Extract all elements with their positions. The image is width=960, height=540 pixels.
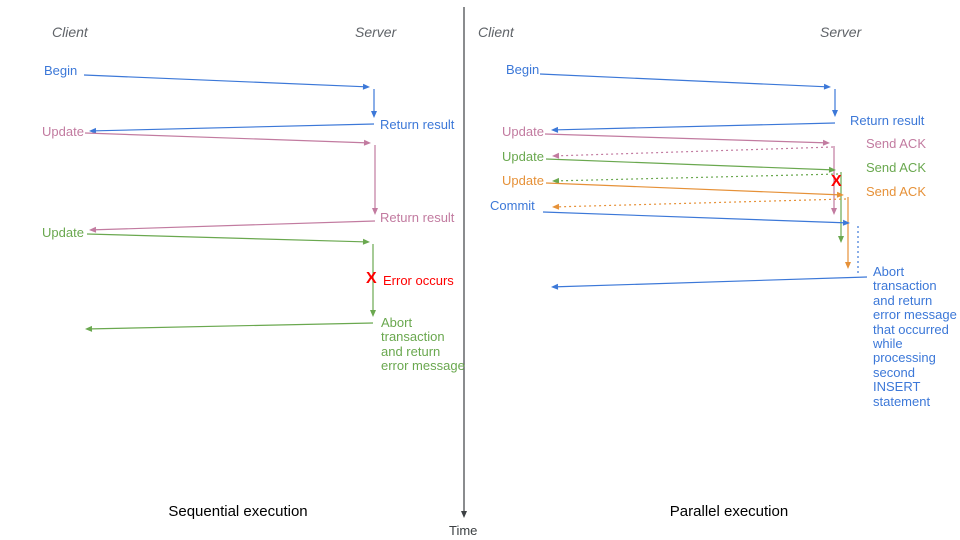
time-axis-label: Time (449, 523, 478, 538)
update-1-request-arrow (84, 132, 371, 146)
update-3-request-arrow (545, 182, 844, 198)
error-occurs-label: Error occurs (383, 273, 454, 288)
client-header-left: Client (52, 24, 88, 40)
abort-return-arrow (551, 276, 868, 290)
send-ack-1-label: Send ACK (866, 136, 926, 151)
server-header-left: Server (355, 24, 397, 40)
update-1-request-arrow (544, 133, 830, 146)
return-result-2-arrow (89, 220, 376, 233)
begin-processing-arrow (371, 89, 377, 118)
begin-request-arrow (83, 74, 370, 90)
time-axis-arrow (461, 7, 467, 518)
begin-processing-arrow (832, 89, 838, 117)
update-2-label-right: Update (502, 149, 544, 164)
parallel-title: Parallel execution (669, 503, 789, 520)
client-header-right: Client (478, 24, 514, 40)
begin-request-arrow (539, 73, 831, 90)
update-2-request-arrow (86, 233, 370, 245)
begin-label-left: Begin (44, 63, 78, 78)
update-1-label-right: Update (502, 124, 544, 139)
send-ack-1-arrow (552, 146, 834, 159)
update-2-label-left: Update (42, 225, 84, 240)
update-1-label-left: Update (42, 124, 84, 139)
return-result-2-label-left: Return result (380, 210, 455, 225)
sequential-title: Sequential execution (168, 503, 308, 520)
commit-request-arrow (542, 211, 850, 226)
update-2-request-arrow (545, 158, 836, 173)
abort-message-right: Abort transaction and return error messa… (873, 264, 957, 409)
update-2-processing-arrow (838, 172, 844, 243)
commit-label: Commit (490, 198, 535, 213)
return-result-label-right: Return result (850, 113, 925, 128)
send-ack-3-arrow (552, 198, 847, 210)
update-2-processing-arrow (370, 244, 376, 317)
server-header-right: Server (820, 24, 862, 40)
return-result-arrow (551, 122, 836, 133)
send-ack-2-arrow (552, 173, 839, 184)
abort-return-arrow (85, 322, 374, 332)
return-result-1-label-left: Return result (380, 117, 455, 132)
return-result-1-arrow (89, 123, 375, 134)
update-3-processing-arrow (845, 197, 851, 269)
update-3-label-right: Update (502, 173, 544, 188)
send-ack-3-label: Send ACK (866, 184, 926, 199)
update-1-processing-arrow (831, 146, 837, 215)
begin-label-right: Begin (506, 62, 540, 77)
abort-message-left: Abort transaction and return error messa… (381, 315, 465, 374)
update-1-processing-arrow (372, 145, 378, 215)
error-x-mark-right: X (831, 173, 842, 190)
send-ack-2-label: Send ACK (866, 160, 926, 175)
error-x-mark-left: X (366, 270, 377, 287)
